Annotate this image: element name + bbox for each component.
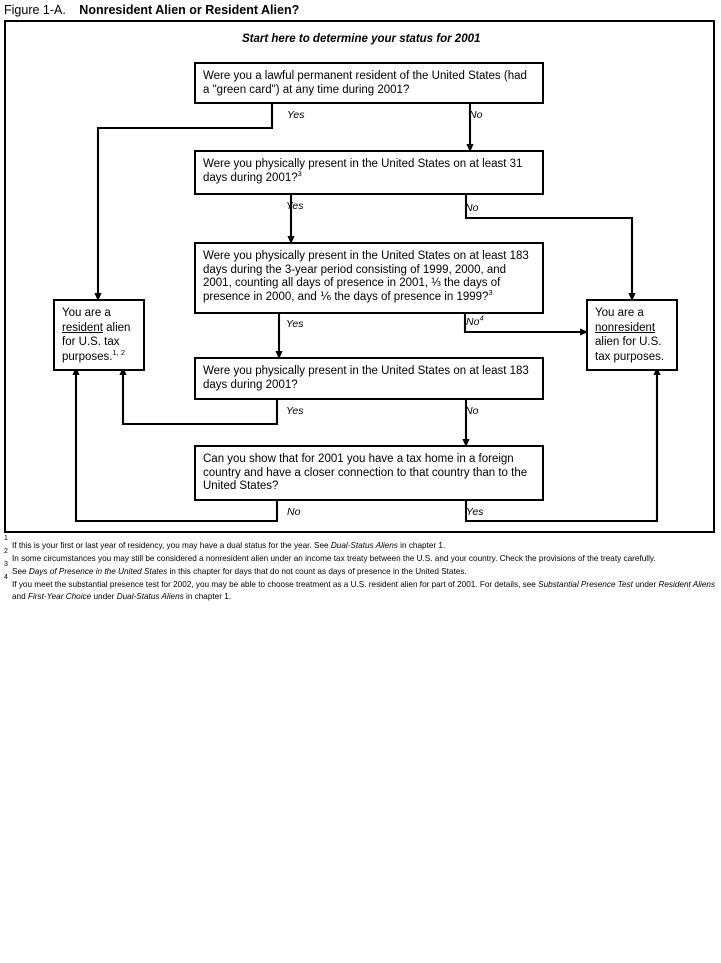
footnote-text: in chapter 1. (397, 541, 446, 550)
terminal-emphasis: resident (62, 321, 103, 334)
edge-label-q4-yes: Yes (286, 405, 304, 417)
edge-label-q5-yes: Yes (466, 506, 484, 518)
terminal-line-1: You are a (595, 307, 644, 319)
footnote-italic-term: First-Year Choice (27, 591, 92, 601)
edge-label-q1-no: No (469, 109, 483, 121)
terminal-node-resident-alien: You are a resident alien for U.S. tax pu… (53, 299, 145, 371)
figure-label: Figure 1-A. (4, 3, 66, 17)
edge-label-q3-yes: Yes (286, 318, 304, 330)
footnote-text: If you meet the substantial presence tes… (12, 580, 539, 590)
footnote-ref: 4 (479, 313, 484, 323)
page-title: Nonresident Alien or Resident Alien? (79, 3, 300, 17)
terminal-line-1: You are a (62, 307, 111, 319)
terminal-node-nonresident-alien: You are a nonresident alien for U.S. tax… (586, 299, 678, 371)
footnote-italic-term: Substantial Presence Test (538, 580, 633, 590)
edge-label-q3-no: No4 (466, 313, 484, 328)
terminal-after-emphasis: alien (102, 321, 131, 334)
node-text: Were you physically present in the Unite… (203, 158, 523, 184)
node-text: Were you physically present in the Unite… (203, 365, 529, 391)
footnote-text: and (12, 591, 28, 601)
footnote-italic-term: Dual-Status Aliens (330, 541, 398, 550)
decision-node-closer-connection: Can you show that for 2001 you have a ta… (194, 445, 544, 501)
footnote-text: in chapter 1. (183, 591, 232, 601)
footnote-italic-term: Resident Aliens (658, 580, 716, 590)
node-text: Were you a lawful permanent resident of … (203, 70, 527, 96)
footnote-ref: 1, 2 (112, 347, 126, 357)
footnote-text: If this is your first or last year of re… (12, 541, 331, 550)
edge-label-q2-yes: Yes (286, 200, 304, 212)
terminal-emphasis: nonresident (595, 321, 656, 334)
decision-node-183-days-3-year: Were you physically present in the Unite… (194, 242, 544, 314)
footnote-text: in this chapter for days that do not cou… (167, 567, 467, 577)
terminal-line-3: for U.S. tax (62, 336, 120, 348)
node-text: Can you show that for 2001 you have a ta… (203, 453, 528, 493)
edge-label-q2-no: No (465, 202, 479, 214)
decision-node-183-days-2001: Were you physically present in the Unite… (194, 357, 544, 400)
terminal-line-4: purposes. (62, 350, 113, 363)
edge-label-text: No (466, 316, 480, 328)
footnote-ref: 3 (297, 168, 302, 178)
decision-node-green-card: Were you a lawful permanent resident of … (194, 62, 544, 104)
terminal-line-3: alien for U.S. (595, 336, 662, 348)
footnote-text: In some circumstances you may still be c… (12, 554, 656, 564)
footnote-italic-term: Dual-Status Aliens (116, 591, 184, 601)
edge-label-q4-no: No (465, 405, 479, 417)
footnote-text: under (91, 591, 117, 601)
figure-title-row: Figure 1-A. Nonresident Alien or Residen… (4, 1, 717, 17)
diagram-subtitle: Start here to determine your status for … (242, 33, 481, 45)
edge-label-q1-yes: Yes (287, 109, 305, 121)
footnote-ref: 3 (488, 287, 493, 297)
node-text: Were you physically present in the Unite… (203, 250, 529, 303)
footnote-text: See (12, 567, 29, 577)
footnote-italic-term: Days of Presence in the United States (28, 567, 168, 577)
terminal-line-4: tax purposes. (595, 350, 665, 363)
decision-node-31-days: Were you physically present in the Unite… (194, 150, 544, 195)
footnote-text: under (632, 580, 659, 590)
edge-label-q5-no: No (287, 506, 301, 518)
